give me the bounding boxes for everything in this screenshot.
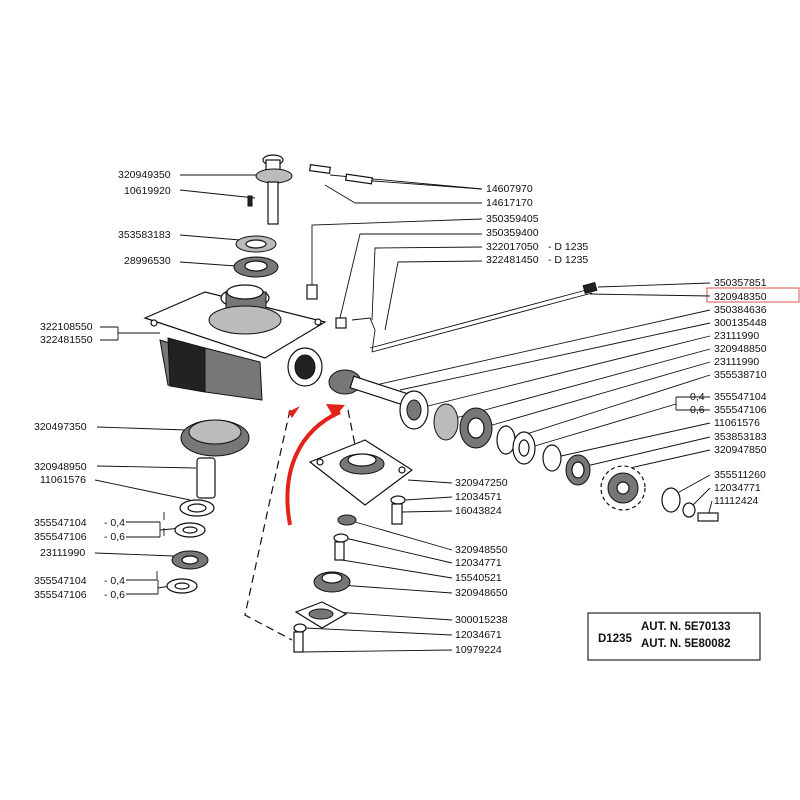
label-350359405: 350359405 [486, 213, 539, 225]
center-leaders [299, 479, 453, 653]
suffix-04-b: - 0,4 [104, 575, 125, 587]
left-shim-markers [156, 512, 165, 579]
label-16043824: 16043824 [455, 505, 502, 517]
label-350359400: 350359400 [486, 227, 539, 239]
sprocket-part [600, 465, 719, 522]
red-arrow [285, 404, 345, 526]
label-300135448: 300135448 [714, 317, 767, 329]
info-box-line2: AUT. N. 5E80082 [641, 638, 731, 650]
label-15540521: 15540521 [455, 572, 502, 584]
right-shaft-parts [399, 390, 591, 486]
label-320948850: 320948850 [714, 343, 767, 355]
info-box: D1235 AUT. N. 5E70133 AUT. N. 5E80082 [587, 612, 761, 661]
label-355547104-b: 355547104 [34, 575, 87, 587]
label-320947850: 320947850 [714, 444, 767, 456]
label-10979224: 10979224 [455, 644, 502, 656]
label-355511260: 355511260 [714, 469, 766, 481]
label-11112424: 11112424 [714, 495, 759, 507]
bottom-stack-part [293, 514, 357, 653]
label-355547104-a: 355547104 [34, 517, 87, 529]
label-320949350: 320949350 [118, 169, 171, 181]
pins-part [247, 163, 373, 207]
bearing-top-part [233, 235, 279, 278]
info-box-code: D1235 [598, 633, 632, 645]
left-washers-part [166, 499, 215, 594]
top-leaders [311, 174, 483, 331]
label-10619920: 10619920 [124, 185, 171, 197]
label-320948950: 320948950 [34, 461, 87, 473]
cap-knob-part [255, 154, 293, 225]
assembly-guide-dashed [244, 409, 293, 641]
label-320497350: 320497350 [34, 421, 87, 433]
label-23111990-right-b: 23111990 [714, 356, 759, 368]
label-12034571: 12034571 [455, 491, 502, 503]
label-11061576-right: 11061576 [714, 417, 760, 429]
flange-part [308, 439, 414, 525]
label-300015238: 300015238 [455, 614, 508, 626]
label-28996530: 28996530 [124, 255, 171, 267]
label-14617170: 14617170 [486, 197, 533, 209]
label-320948650: 320948650 [455, 587, 508, 599]
label-322017050: 322017050 [486, 241, 539, 253]
label-14607970: 14607970 [486, 183, 533, 195]
info-box-line1: AUT. N. 5E70133 [641, 621, 731, 633]
housing-part [143, 284, 327, 401]
label-355547106-right: 355547106 [714, 404, 767, 416]
label-355538710: 355538710 [714, 369, 767, 381]
label-23111990-right-a: 23111990 [714, 330, 759, 342]
suffix-d1235-b: - D 1235 [548, 254, 588, 266]
label-350357851: 350357851 [714, 277, 767, 289]
label-320947250: 320947250 [455, 477, 508, 489]
label-355547106-b: 355547106 [34, 589, 87, 601]
label-353853183: 353853183 [714, 431, 767, 443]
label-12034771-center: 12034771 [455, 557, 502, 569]
label-320948350: 320948350 [714, 291, 767, 303]
label-12034671: 12034671 [455, 629, 502, 641]
label-322108550: 322108550 [40, 321, 93, 333]
label-23111990-left: 23111990 [40, 547, 85, 559]
highlight-box [706, 287, 800, 303]
label-322481550: 322481550 [40, 334, 93, 346]
label-320948550: 320948550 [455, 544, 508, 556]
nipple-fittings-part [306, 284, 376, 353]
suffix-04-a: - 0,4 [104, 517, 125, 529]
suffix-d1235-a: - D 1235 [548, 241, 588, 253]
label-355547106-a: 355547106 [34, 531, 87, 543]
label-11061576-left: 11061576 [40, 474, 86, 486]
bevel-gear-left-part [180, 419, 250, 499]
suffix-06-a: - 0,6 [104, 531, 125, 543]
label-322481450: 322481450 [486, 254, 539, 266]
left-leaders [94, 174, 258, 595]
label-353583183: 353583183 [118, 229, 171, 241]
label-355547104-right: 355547104 [714, 391, 767, 403]
label-350384636: 350384636 [714, 304, 767, 316]
suffix-06-b: - 0,6 [104, 589, 125, 601]
label-12034771-right: 12034771 [714, 482, 761, 494]
